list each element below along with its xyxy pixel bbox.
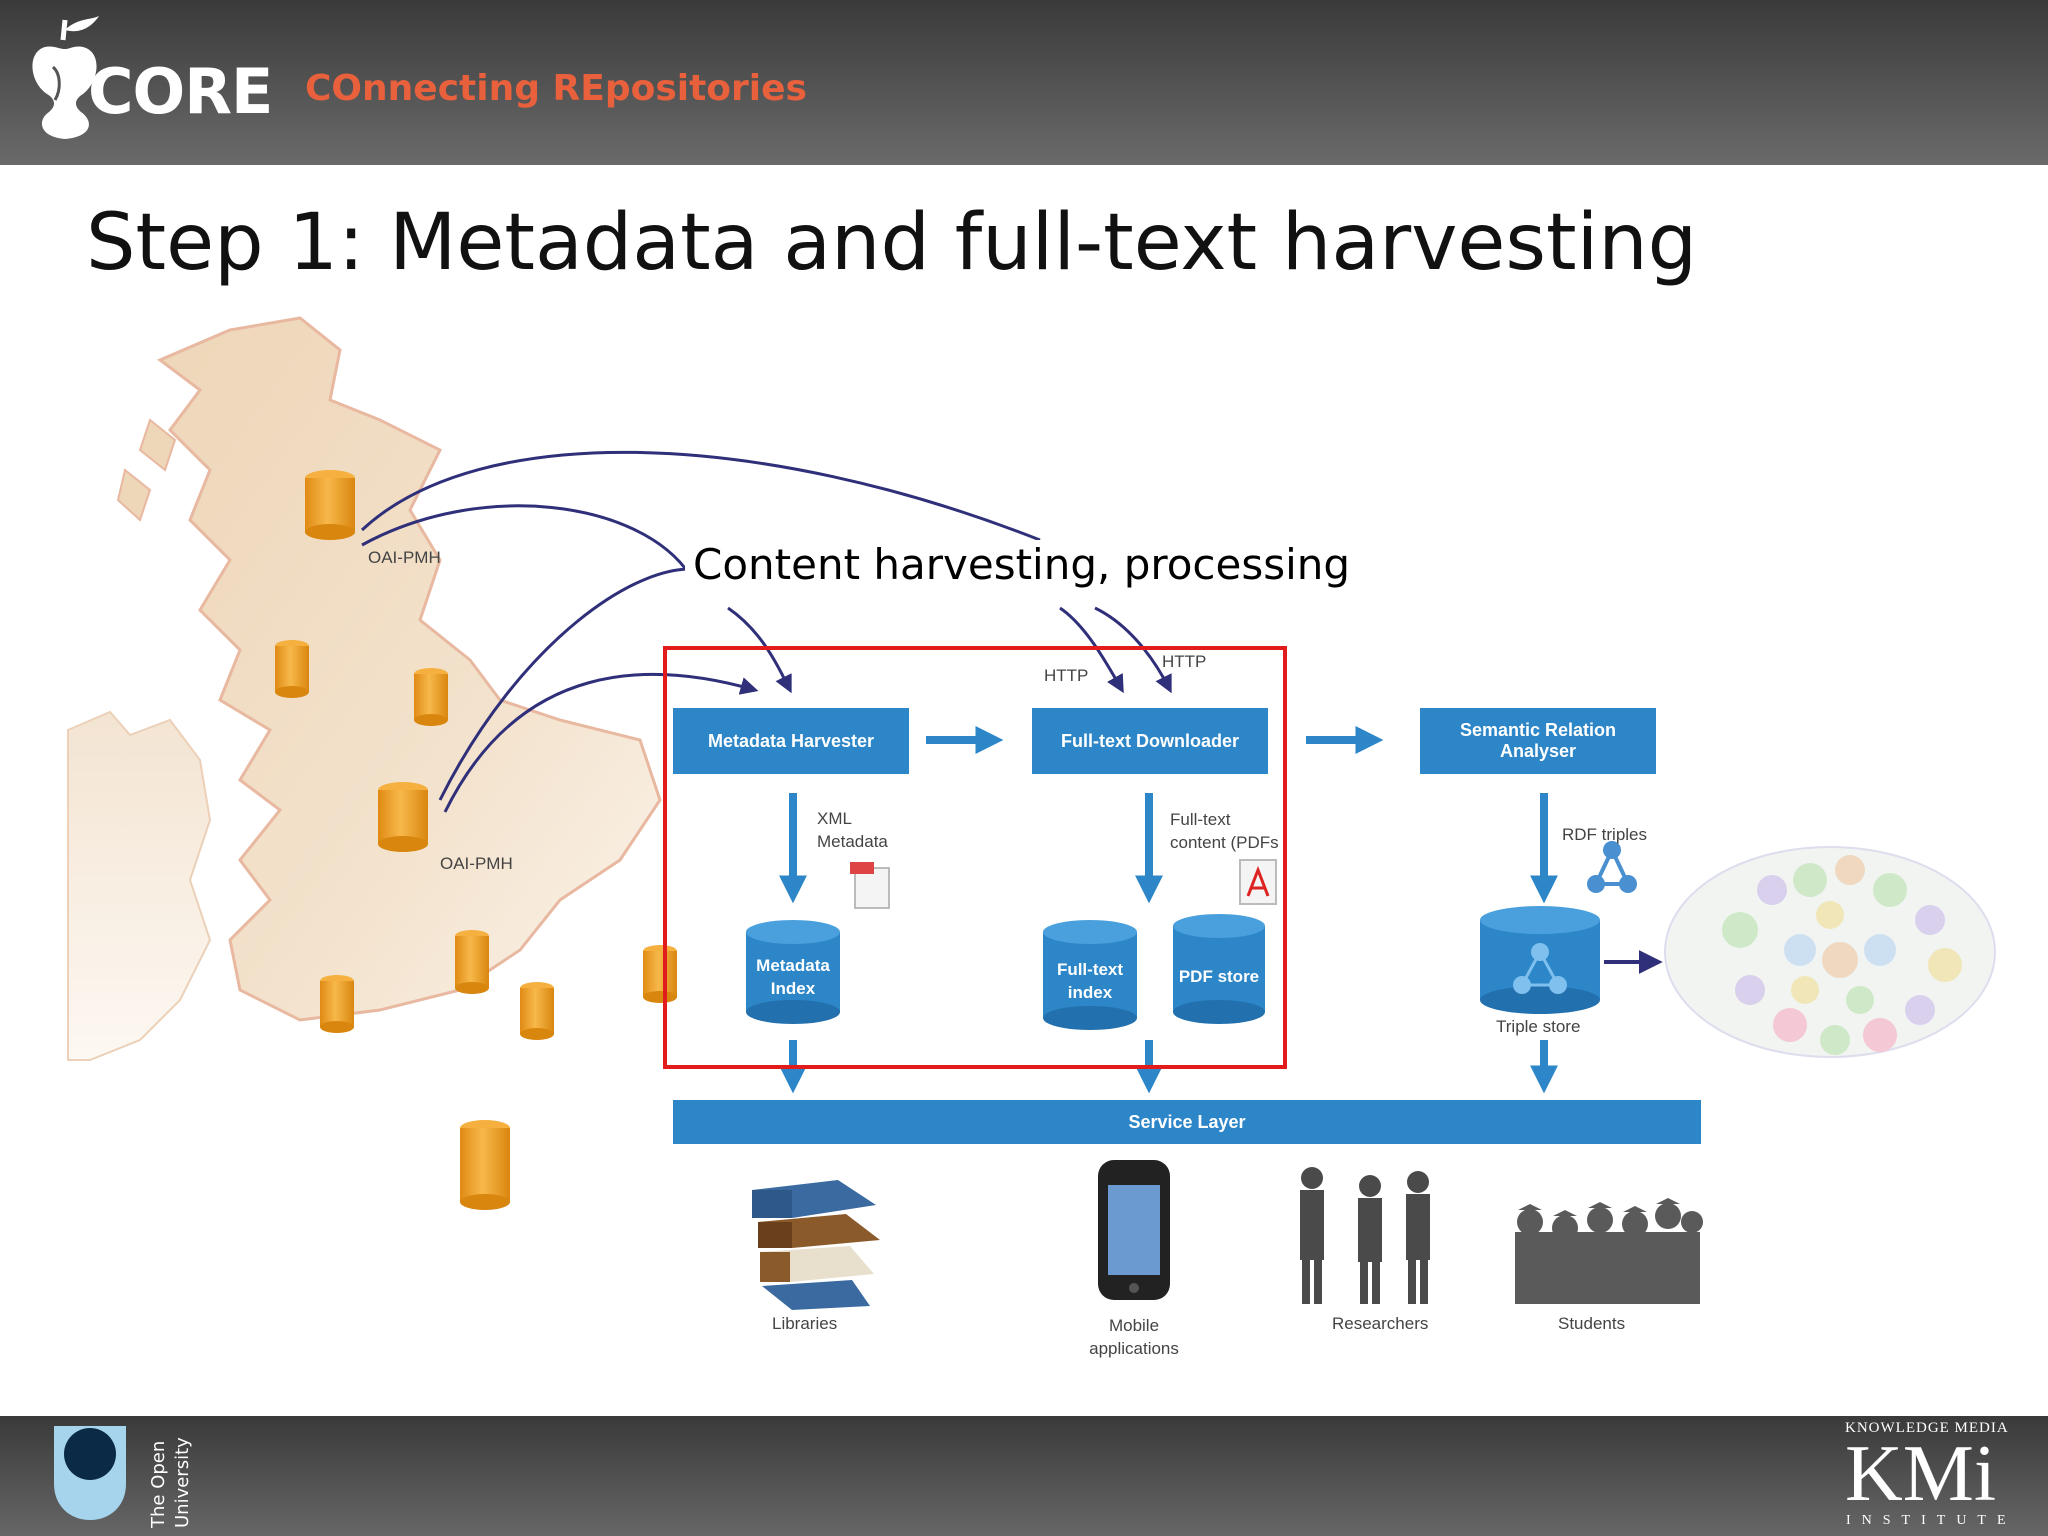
harvesting-diagram xyxy=(67,316,1996,1310)
fulltext-index-line2: index xyxy=(1067,983,1113,1002)
service-layer-bar xyxy=(673,1100,1701,1144)
mobile-phone-icon xyxy=(1098,1160,1170,1300)
http-label-right: HTTP xyxy=(1162,652,1207,671)
triple-store-cylinder xyxy=(1480,906,1600,1014)
harvest-arrows xyxy=(360,450,1172,813)
books-icon xyxy=(752,1180,880,1310)
researchers-label: Researchers xyxy=(1332,1314,1429,1333)
fulltext-index-cylinder xyxy=(1043,920,1137,1030)
xml-label-line1: XML xyxy=(817,809,852,828)
xml-file-icon xyxy=(850,862,890,909)
header-bar: CORE COnnecting REpositories xyxy=(0,0,2048,165)
kmi-knowledge-media: KNOWLEDGE MEDIA xyxy=(1845,1420,2009,1436)
footer-bar xyxy=(0,1416,2048,1536)
metadata-harvester-box: Metadata Harvester xyxy=(673,708,909,774)
mobile-applications-label: Mobile applications xyxy=(1082,1314,1186,1360)
highlight-box xyxy=(663,646,1287,1069)
http-label-left: HTTP xyxy=(1044,666,1089,685)
core-logo-text: CORE xyxy=(88,55,273,128)
fulltext-label-line1: Full-text xyxy=(1170,810,1231,829)
ireland-map xyxy=(67,710,212,1061)
pdf-store-cylinder xyxy=(1173,914,1265,1024)
kmi-institute: INSTITUTE xyxy=(1846,1513,2017,1528)
xml-metadata-label: XML Metadata xyxy=(817,807,888,853)
students-icon xyxy=(1515,1198,1703,1304)
apple-core-icon xyxy=(32,16,99,139)
harvesting-caption: Content harvesting, processing xyxy=(685,540,1359,589)
pdf-store-label: PDF store xyxy=(1178,967,1260,986)
metadata-index-line2: Index xyxy=(770,979,816,998)
metadata-index-label: Metadata Index xyxy=(746,954,840,1000)
researchers-icon xyxy=(1300,1167,1430,1304)
linked-data-cloud xyxy=(1664,846,1996,1058)
mobile-label-line2: applications xyxy=(1089,1339,1179,1358)
ou-line1: The Open xyxy=(148,1441,169,1529)
repository-barrels xyxy=(275,470,677,1210)
open-university-logo-icon xyxy=(54,1426,126,1520)
service-layer-label: Service Layer xyxy=(1128,1111,1246,1132)
triple-store-label: Triple store xyxy=(1496,1017,1581,1036)
rdf-triples-label: RDF triples xyxy=(1562,825,1648,844)
fulltext-index-line1: Full-text xyxy=(1056,960,1124,979)
libraries-label: Libraries xyxy=(772,1314,838,1333)
students-label: Students xyxy=(1558,1314,1626,1333)
pdf-file-icon xyxy=(1239,859,1277,905)
xml-label-line2: Metadata xyxy=(817,832,888,851)
open-university-wordmark: The Open University xyxy=(148,1437,193,1529)
great-britain-map xyxy=(157,316,662,1022)
fulltext-content-label: Full-text content (PDFs xyxy=(1170,808,1279,854)
oai-pmh-label-top: OAI-PMH xyxy=(368,548,441,567)
metadata-index-cylinder xyxy=(746,920,840,1024)
metadata-index-line1: Metadata xyxy=(756,956,830,975)
kmi-logo-text: KMi xyxy=(1845,1430,1997,1518)
ou-line2: University xyxy=(172,1437,193,1528)
fulltext-index-label: Full-text index xyxy=(1043,958,1137,1004)
semantic-analyser-box: Semantic Relation Analyser xyxy=(1420,708,1656,774)
mobile-label-line1: Mobile xyxy=(1108,1316,1160,1335)
fulltext-downloader-box: Full-text Downloader xyxy=(1032,708,1268,774)
core-tagline: COnnecting REpositories xyxy=(305,68,807,109)
slide-title: Step 1: Metadata and full-text harvestin… xyxy=(86,198,1698,288)
oai-pmh-label-bottom: OAI-PMH xyxy=(440,854,513,873)
fulltext-label-line2: content (PDFs xyxy=(1170,833,1279,852)
rdf-triple-icon xyxy=(1587,841,1637,893)
